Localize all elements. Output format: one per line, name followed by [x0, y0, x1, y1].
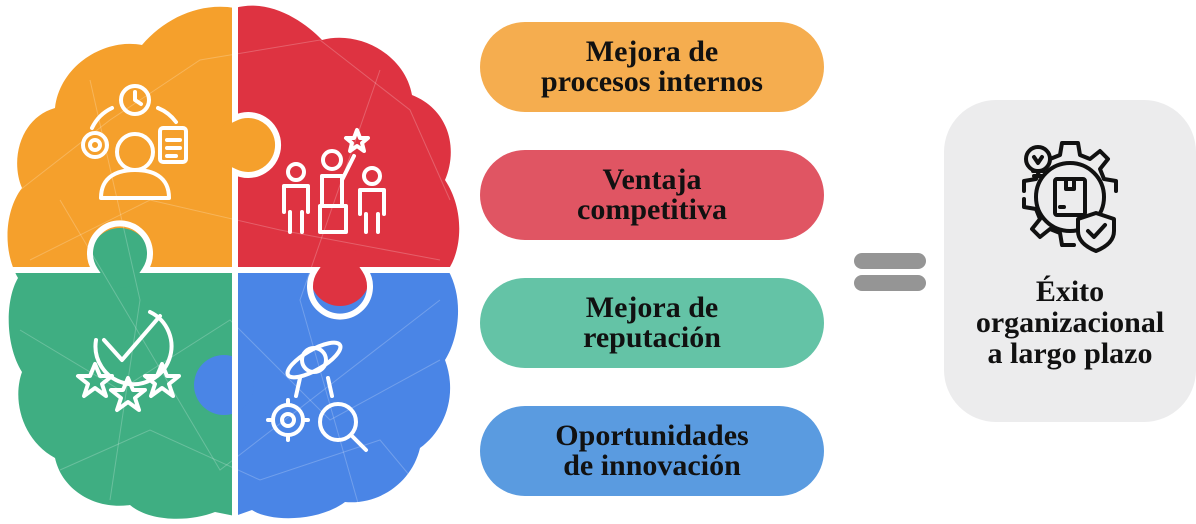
- benefit-label: Mejora de reputación: [583, 291, 721, 354]
- result-card: [944, 100, 1196, 422]
- benefit-label: Ventaja competitiva: [577, 163, 727, 226]
- equals-bar-bottom: [854, 275, 926, 291]
- benefit-label: Oportunidades de innovación: [555, 419, 749, 482]
- innovation-search-icon: [266, 340, 368, 452]
- result-label: Éxito organizacional a largo plazo: [975, 275, 1165, 370]
- puzzle-brain: [0, 0, 470, 524]
- benefit-pill-competitive: Ventaja competitiva: [480, 150, 824, 240]
- gear-lightbulb-shield-icon: [1022, 141, 1118, 253]
- benefit-pill-innovation: Oportunidades de innovación: [480, 406, 824, 496]
- check-stars-icon: [76, 310, 181, 412]
- equals-bar-top: [854, 253, 926, 269]
- benefit-pill-process: Mejora de procesos internos: [480, 22, 824, 112]
- team-management-icon: [81, 84, 188, 200]
- puzzle-piece-bottom-right: [235, 270, 460, 519]
- leader-podium-icon: [282, 128, 386, 234]
- benefit-pill-reputation: Mejora de reputación: [480, 278, 824, 368]
- benefit-label: Mejora de procesos internos: [541, 35, 763, 98]
